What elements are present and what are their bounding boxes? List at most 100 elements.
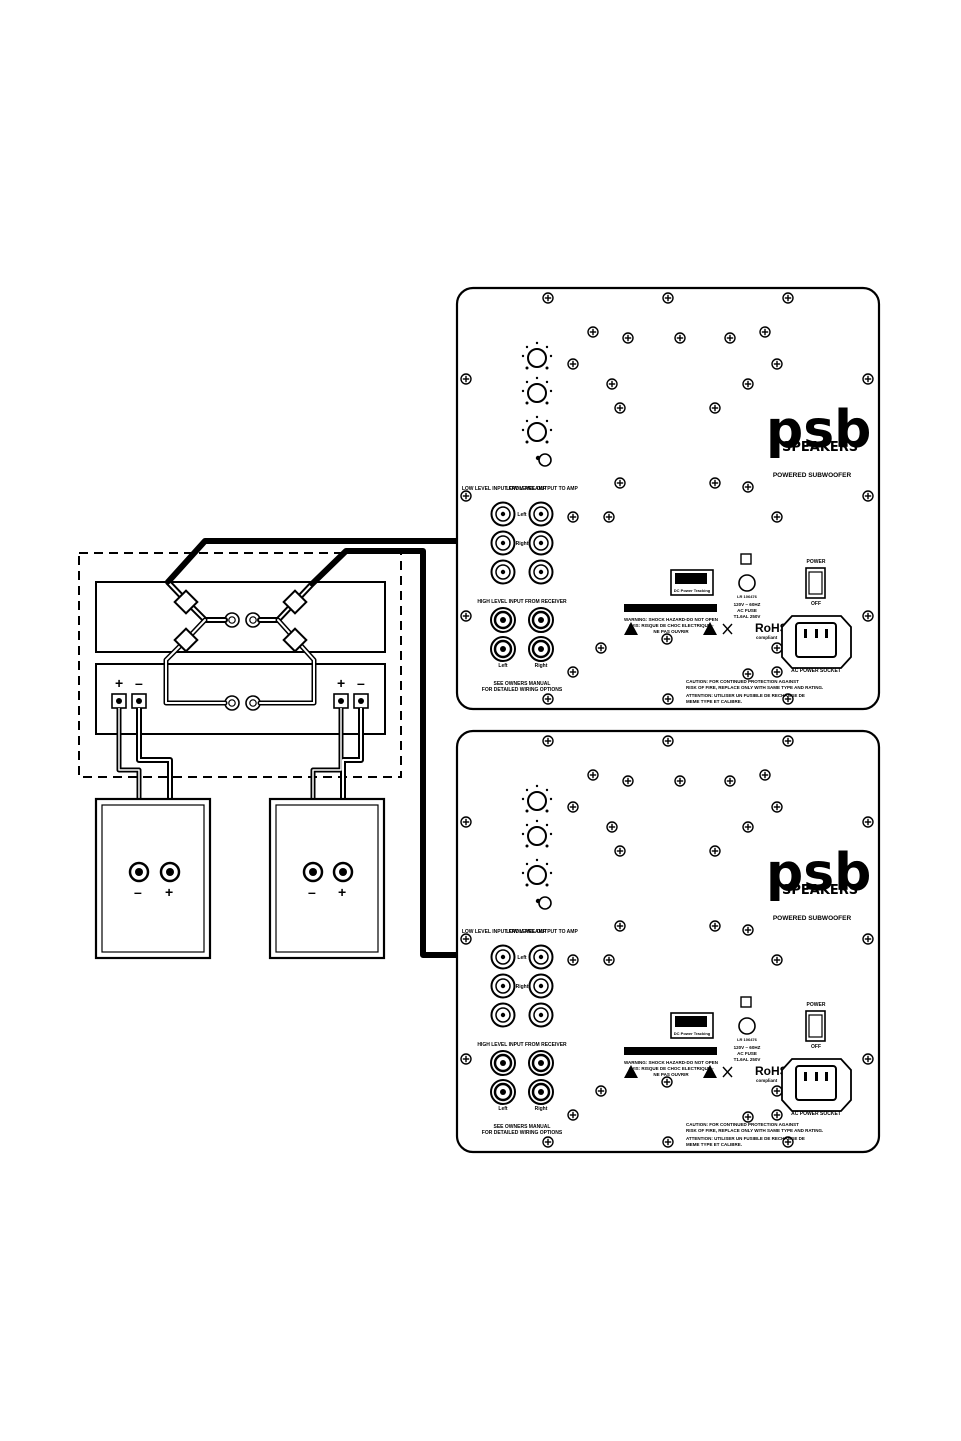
caution-text-1: CAUTION: FOR CONTINUED PROTECTION AGAINS… (686, 1122, 799, 1127)
see-manual-label: SEE OWNERS MANUAL (494, 1124, 551, 1130)
low-level-output-jack[interactable] (528, 559, 554, 585)
low-level-output-jack[interactable] (528, 530, 554, 556)
panel-screw (724, 775, 736, 787)
panel-screw (742, 378, 754, 390)
iec-pin (804, 1072, 807, 1081)
high-level-binding-post[interactable] (489, 1078, 517, 1106)
panel-screw (614, 402, 626, 414)
low-level-input-jack[interactable] (490, 559, 516, 585)
panel-screw (662, 693, 674, 705)
warning-triangle-icon (624, 1065, 638, 1078)
panel-screw (771, 666, 783, 678)
power-switch-rocker (808, 571, 823, 595)
high-level-binding-post[interactable] (527, 635, 555, 663)
panel-screw (724, 332, 736, 344)
panel-screw (542, 693, 554, 705)
warning-bar (624, 1047, 717, 1055)
low-level-input-jack[interactable] (490, 973, 516, 999)
high-level-binding-post[interactable] (489, 635, 517, 663)
csa-mark-icon (738, 1017, 756, 1035)
panel-screw (771, 1109, 783, 1121)
panel-screw (606, 378, 618, 390)
low-level-input-label: LOW LEVEL INPUT FROM PREAMP (462, 929, 547, 935)
panel-screw (595, 1085, 607, 1097)
receiver-outline (78, 552, 402, 778)
ac-socket-label: AC POWER SOCKET (791, 1111, 841, 1117)
warning-triangle-icon (624, 622, 638, 635)
panel-screw (709, 477, 721, 489)
power-switch[interactable] (805, 567, 826, 599)
bash-sub-label: DC Power Tracking (674, 588, 711, 593)
amp-right-minus-label: – (357, 675, 365, 691)
panel-screw (862, 373, 874, 385)
panel-screw (759, 326, 771, 338)
panel-screw (460, 373, 472, 385)
low-level-output-jack[interactable] (528, 501, 554, 527)
cert-label: LR 106476 (737, 594, 758, 599)
y-adapter-cables (163, 538, 503, 958)
panel-screw (622, 775, 634, 787)
panel-screw (771, 954, 783, 966)
amp-left-plus-label: + (115, 675, 123, 691)
power-switch-rocker (808, 1014, 823, 1038)
panel-screw (614, 845, 626, 857)
double-insulation-icon (740, 996, 752, 1008)
amp-right-plus-label: + (337, 675, 345, 691)
high-level-binding-post[interactable] (489, 1049, 517, 1077)
weee-bin-icon (722, 623, 733, 635)
power-switch[interactable] (805, 1010, 826, 1042)
panel-screw (587, 326, 599, 338)
rca-right-label: Right (516, 984, 529, 990)
panel-screw (567, 666, 579, 678)
panel-screw (567, 511, 579, 523)
high-level-binding-post[interactable] (527, 606, 555, 634)
ac-socket-label: AC POWER SOCKET (791, 668, 841, 674)
iec-pin (825, 1072, 828, 1081)
panel-screw (606, 821, 618, 833)
power-label: POWER (807, 1002, 826, 1008)
low-level-input-jack[interactable] (490, 501, 516, 527)
amp-left-terminals: + – (111, 675, 147, 709)
warning-text-1: WARNING: SHOCK HAZARD-DO NOT OPEN (624, 617, 718, 622)
rca-left-label: Left (517, 955, 527, 961)
panel-screw (567, 358, 579, 370)
panel-screw (460, 610, 472, 622)
speaker-left-plus-label: + (165, 884, 173, 900)
panel-screw (614, 477, 626, 489)
receiver: + – + – (78, 552, 402, 778)
voltage-label-1: 120V ~ 60HZ (734, 602, 761, 607)
panel-screw (542, 292, 554, 304)
speakers-logo-text: SPEAKERS (782, 883, 858, 898)
high-level-binding-post[interactable] (527, 1078, 555, 1106)
panel-screw (862, 1053, 874, 1065)
phase-switch[interactable] (538, 896, 552, 910)
iec-pin (815, 629, 818, 638)
low-level-input-jack[interactable] (490, 1002, 516, 1028)
low-level-output-jack[interactable] (528, 944, 554, 970)
high-level-binding-post[interactable] (489, 606, 517, 634)
panel-screw (674, 332, 686, 344)
panel-screw (771, 642, 783, 654)
off-label: OFF (811, 1044, 821, 1050)
iec-pin (815, 1072, 818, 1081)
panel-outline (455, 286, 881, 711)
rohs-logo: RoHS (755, 1064, 788, 1078)
low-level-output-jack[interactable] (528, 1002, 554, 1028)
warning-text-3: NE PAS OUVRIR (653, 629, 689, 634)
see-manual-label: SEE OWNERS MANUAL (494, 681, 551, 687)
phase-switch[interactable] (538, 453, 552, 467)
low-level-input-jack[interactable] (490, 944, 516, 970)
speaker-left: – + (94, 797, 212, 960)
low-level-input-jack[interactable] (490, 530, 516, 556)
bash-badge-bar (675, 573, 707, 584)
high-level-right-label: Right (535, 1106, 548, 1112)
off-label: OFF (811, 601, 821, 607)
low-level-output-jack[interactable] (528, 973, 554, 999)
high-level-binding-post[interactable] (527, 1049, 555, 1077)
voltage-label-2: AC FUSE (737, 1051, 757, 1056)
panel-screw (771, 801, 783, 813)
psb-logo: psb (766, 843, 871, 903)
panel-screw (661, 1076, 673, 1088)
iec-inlet (795, 622, 837, 658)
